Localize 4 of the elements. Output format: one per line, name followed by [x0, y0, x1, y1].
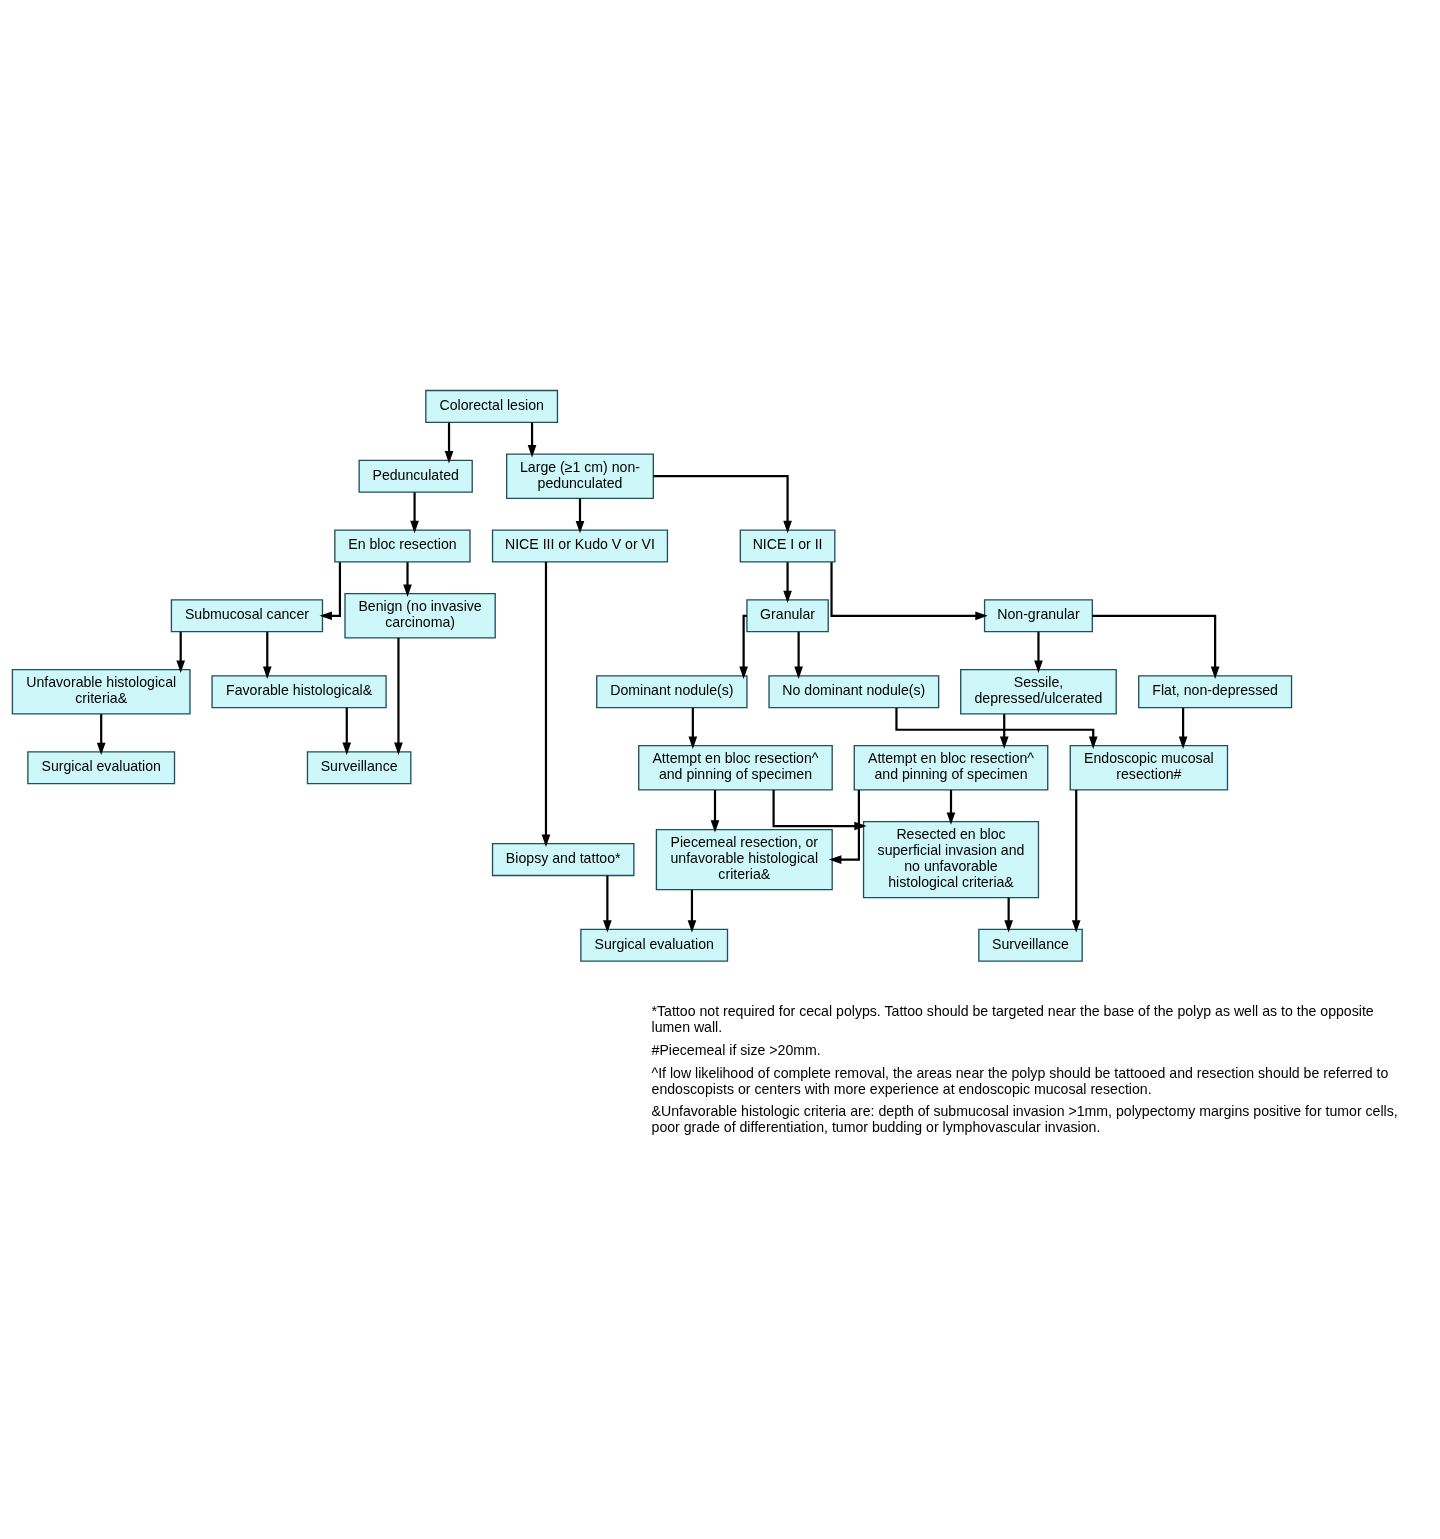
label: #Piecemeal if size >20mm.: [651, 1041, 821, 1058]
label: ^If low likelihood of complete removal, the areas near the polyp should be tattooed and resection should be referred to endoscopists or centers with more experience at endoscopic mucosal resection.: [651, 1064, 1389, 1097]
label: &Unfavorable histologic criteria are: depth of submucosal invasion >1mm, polypectomy margins positive for tumor cells, poor grade of differentiation, tumor budding or lymphovascular invasion.: [651, 1103, 1398, 1136]
label: *Tattoo not required for cecal polyps. Tattoo should be targeted near the base of the polyp as well as to the opposite lumen wall.: [651, 1002, 1374, 1035]
